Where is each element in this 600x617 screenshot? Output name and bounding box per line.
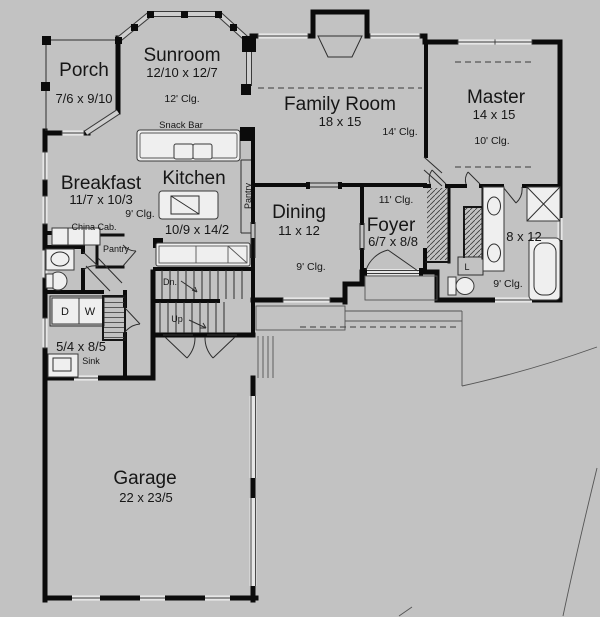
sunroom-dims: 12/10 x 12/7	[146, 65, 218, 80]
bath-door	[502, 186, 523, 204]
stairs-up-treads	[159, 302, 225, 333]
kitchen-island	[158, 190, 219, 220]
room-breakfast: Breakfast 11/7 x 10/3 9' Clg.	[61, 173, 155, 220]
driveway-curve-2	[562, 467, 598, 617]
tub	[528, 237, 561, 301]
laundry-dims: 5/4 x 8/5	[56, 339, 106, 354]
stairs-up-arrow	[188, 319, 207, 329]
feature-labels: Snack Bar China Cab. Pantry Pantry Dn. U…	[61, 120, 469, 366]
master-bath-ceiling: 9' Clg.	[493, 278, 522, 290]
pantry-kitchen-label: Pantry	[243, 182, 253, 209]
family-room-ceiling: 14' Clg.	[382, 126, 417, 138]
linen-label: L	[464, 262, 469, 272]
room-master: Master 14 x 15 10' Clg.	[467, 87, 526, 147]
family-room-name: Family Room	[284, 94, 396, 115]
breakfast-name: Breakfast	[61, 173, 142, 194]
master-closet-2	[465, 208, 482, 257]
room-dining: Dining 11 x 12 9' Clg.	[272, 202, 326, 273]
linen-closet	[457, 256, 484, 276]
master-closet-1	[427, 188, 448, 260]
garage-entry-door-2	[204, 336, 236, 359]
master-ceiling: 10' Clg.	[474, 135, 509, 147]
snack-bar-label: Snack Bar	[159, 120, 203, 131]
sunroom-ceiling: 12' Clg.	[164, 93, 199, 105]
closet-door-1	[428, 169, 447, 185]
sunroom-glass-walls	[84, 11, 256, 136]
side-steps	[257, 336, 274, 378]
laundry	[47, 295, 141, 378]
porch	[41, 36, 118, 131]
closet-door-2	[464, 171, 481, 185]
room-kitchen: Kitchen 10/9 x 14/2	[162, 168, 229, 237]
fireplace	[317, 35, 363, 58]
stairs-down-label: Dn.	[163, 277, 177, 287]
room-labels: Porch 7/6 x 9/10 Sunroom 12/10 x 12/7 12…	[55, 45, 541, 505]
garage-name: Garage	[113, 468, 176, 489]
bath-vanity	[482, 186, 505, 272]
breakfast-dims: 11/7 x 10/3	[69, 192, 132, 207]
openings	[85, 156, 443, 292]
kitchen-dims: 10/9 x 14/2	[165, 222, 229, 237]
dining-dims: 11 x 12	[278, 223, 320, 238]
master-suite-fixtures	[427, 169, 561, 301]
master-name: Master	[467, 87, 526, 108]
front-door-swing	[365, 249, 419, 272]
laundry-sink	[52, 357, 72, 372]
windows	[42, 33, 563, 601]
stairs-down-arrow	[180, 280, 198, 293]
sink-label: Sink	[82, 356, 100, 366]
room-garage: Garage 22 x 23/5	[113, 468, 176, 505]
breakfast-ceiling: 9' Clg.	[125, 208, 154, 220]
half-bath-door	[82, 251, 99, 271]
pantry-door	[122, 244, 137, 267]
laundry-door	[124, 307, 141, 333]
room-laundry: 5/4 x 8/5	[56, 339, 106, 354]
stairs	[155, 242, 251, 333]
garage-doors	[249, 396, 257, 586]
hall-fixtures	[51, 227, 137, 271]
kitchen-name: Kitchen	[162, 168, 225, 189]
room-master-bath: 8 x 12 9' Clg.	[493, 229, 541, 290]
porch-name: Porch	[59, 60, 109, 81]
foyer-ceiling: 11' Clg.	[379, 194, 414, 206]
china-cabinet-label: China Cab.	[71, 222, 116, 232]
family-room-dims: 18 x 15	[319, 114, 362, 129]
room-porch: Porch 7/6 x 9/10	[55, 60, 112, 106]
kitchen-fixtures	[136, 127, 255, 234]
garage-entry-door-1	[164, 336, 196, 359]
china-cabinet	[51, 227, 101, 246]
dining-name: Dining	[272, 202, 326, 223]
entry-and-drive	[163, 249, 598, 617]
half-bath	[45, 248, 75, 291]
pantry-cabinet	[240, 159, 251, 234]
toilet-tank	[447, 276, 457, 296]
kitchen-sink	[173, 143, 194, 160]
entry-stoop	[364, 275, 438, 301]
master-dims: 14 x 15	[473, 107, 516, 122]
pantry-hall-label: Pantry	[103, 244, 130, 254]
room-foyer: 11' Clg. Foyer 6/7 x 8/8	[367, 194, 418, 249]
broom-closet	[102, 295, 126, 341]
porch-dims: 7/6 x 9/10	[55, 91, 112, 106]
stairs-up-label: Up	[171, 314, 183, 324]
foyer-dims: 6/7 x 8/8	[368, 234, 418, 249]
toilet	[455, 277, 475, 295]
dryer	[51, 297, 80, 325]
driveway-curve-1	[461, 346, 598, 387]
stair-counter	[155, 242, 251, 267]
room-family: Family Room 18 x 15 14' Clg.	[284, 94, 418, 138]
room-sunroom: Sunroom 12/10 x 12/7 12' Clg.	[143, 45, 220, 105]
sunroom-name: Sunroom	[143, 45, 220, 66]
ceiling-lines	[258, 61, 535, 168]
washer-label: W	[85, 306, 96, 318]
terrace	[255, 305, 346, 331]
cooktop	[170, 195, 200, 215]
dining-ceiling: 9' Clg.	[296, 261, 325, 273]
dryer-label: D	[61, 306, 69, 318]
garage-dims: 22 x 23/5	[119, 490, 173, 505]
foyer-name: Foyer	[367, 215, 416, 236]
master-bath-dims: 8 x 12	[506, 229, 541, 244]
